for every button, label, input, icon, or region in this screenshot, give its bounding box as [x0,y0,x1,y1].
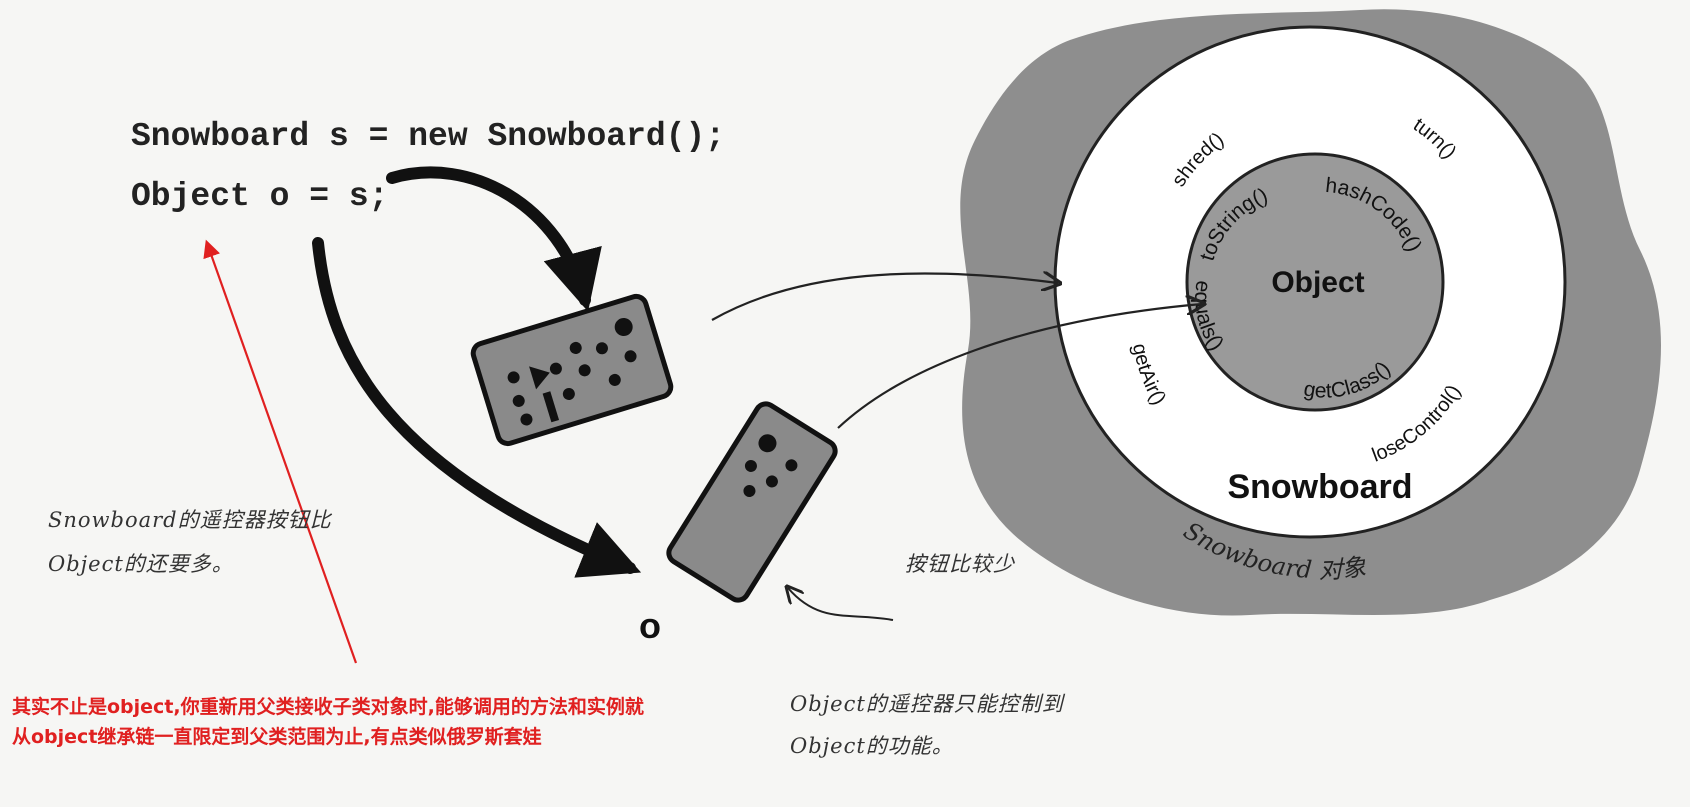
snowboard-remote [471,294,674,446]
reference-o-label: o [639,605,661,647]
red-note: 其实不止是object,你重新用父类接收子类对象时,能够调用的方法和实例就 从o… [12,692,644,752]
annotation-object-remote-1: Object的遥控器只能控制到 [790,688,1064,718]
arrow-fewer-buttons [788,588,893,620]
annotation-object-remote-2: Object的功能。 [790,730,954,760]
red-note-line-2: 从object继承链一直限定到父类范围为止,有点类似俄罗斯套娃 [12,722,644,752]
annotation-snowboard-remote-1: Snowboard的遥控器按钮比 [48,504,332,534]
annotation-fewer-buttons: 按钮比较少 [905,548,1015,578]
object-remote [665,400,839,604]
arrow-s-to-remote [392,172,585,300]
red-note-line-1: 其实不止是object,你重新用父类接收子类对象时,能够调用的方法和实例就 [12,692,644,722]
snowboard-label: Snowboard [1227,468,1412,506]
object-label: Object [1271,266,1364,299]
annotation-snowboard-remote-2: Object的还要多。 [48,548,234,578]
